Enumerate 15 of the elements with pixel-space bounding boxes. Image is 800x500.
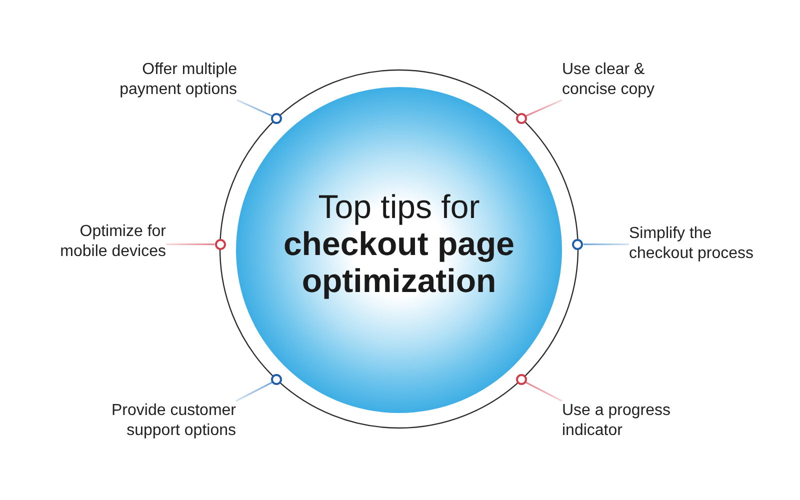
leader-line — [236, 99, 272, 117]
ring-marker — [572, 238, 584, 250]
leader-line — [236, 382, 272, 402]
leader-line — [526, 99, 562, 117]
leader-line — [583, 244, 629, 246]
hub-title: Top tips for checkout page optimization — [282, 188, 516, 298]
tip-text: Use a progress indicator — [562, 401, 672, 441]
leader-line — [166, 244, 215, 246]
tip-text: Provide customer support options — [110, 401, 236, 441]
ring-marker — [214, 238, 226, 250]
tip-text: Use clear & concise copy — [562, 60, 656, 100]
leader-line — [526, 382, 562, 402]
tip-text: Offer multiple payment options — [118, 60, 237, 100]
tip-text: Optimize for mobile devices — [59, 222, 166, 262]
tip-text: Simplify the checkout process — [629, 224, 755, 264]
